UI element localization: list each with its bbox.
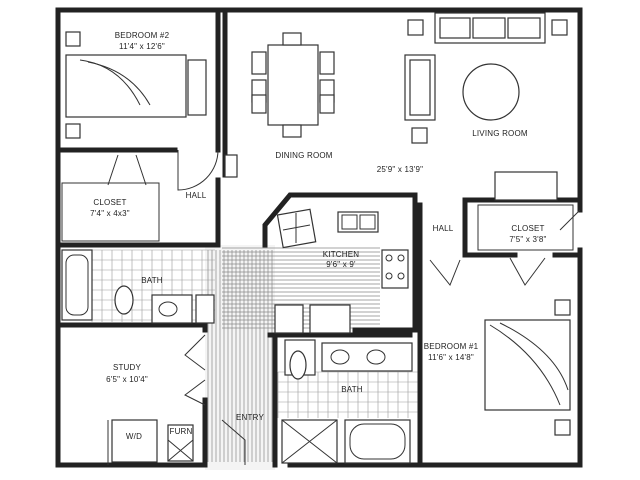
living-name: LIVING ROOM [472,129,528,138]
bedroom2-name: BEDROOM #2 [115,31,170,40]
dining-name: DINING ROOM [275,151,332,160]
doors [107,149,581,465]
study-fixtures [107,419,194,465]
bath-right-fixtures [281,339,413,464]
kitchen-name: KITCHEN [323,250,360,259]
kitchen-fixtures [274,208,409,334]
hall-left-name: HALL [186,191,207,200]
closet-right-box [477,204,574,251]
closet-right-size: 7'5" x 3'8" [509,235,546,244]
dining-table [251,32,335,138]
kitchen-size: 9'6" x 9' [326,260,356,269]
study-size: 6'5" x 10'4" [106,375,148,384]
bath-right-name: BATH [341,385,363,394]
living-furniture [224,12,568,201]
closet-left-size: 7'4" x 4x3" [90,209,130,218]
walls [55,7,583,468]
bath-left-name: BATH [141,276,163,285]
hall-right-name: HALL [433,224,454,233]
bedroom2-size: 11'4" x 12'6" [119,42,165,51]
bedroom1-name: BEDROOM #1 [424,342,479,351]
entry-stripes [207,250,273,462]
entry-name: ENTRY [236,413,264,422]
living-size: 25'9" x 13'9" [377,165,423,174]
wd-label: W/D [126,432,142,441]
closet-right-name: CLOSET [511,224,544,233]
bedroom2-furniture [65,31,207,139]
bedroom1-furniture [484,299,571,436]
furn-label: FURN [169,427,192,436]
study-name: STUDY [113,363,142,372]
closet-left-name: CLOSET [93,198,126,207]
bedroom1-size: 11'6" x 14'8" [428,353,474,362]
bath-left-fixtures [61,249,215,324]
room-labels: BEDROOM #2 11'4" x 12'6" DINING ROOM LIV… [90,31,546,441]
